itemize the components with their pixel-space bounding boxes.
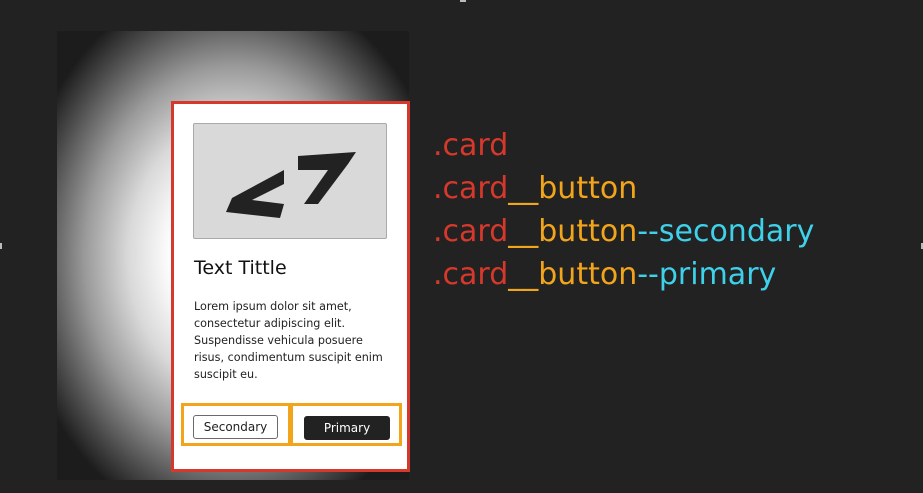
element-name: __button xyxy=(508,214,638,249)
block-name: .card xyxy=(433,128,509,163)
class-line-card-button: .card__button xyxy=(433,167,814,210)
primary-button[interactable]: Primary xyxy=(304,416,390,440)
block-name: .card xyxy=(433,257,509,292)
block-name: .card xyxy=(433,171,509,206)
edge-marker-right xyxy=(921,243,923,249)
secondary-button[interactable]: Secondary xyxy=(193,415,278,439)
card-demo-panel: Text Tittle Lorem ipsum dolor sit amet, … xyxy=(57,31,410,480)
card-title: Text Tittle xyxy=(194,257,287,279)
code-logo-icon xyxy=(226,152,356,218)
element-name: __button xyxy=(508,257,638,292)
class-line-card: .card xyxy=(433,124,814,167)
bem-class-list: .card .card__button .card__button--secon… xyxy=(433,124,814,296)
modifier-name: --secondary xyxy=(637,214,815,249)
class-line-card-button-secondary: .card__button--secondary xyxy=(433,210,814,253)
card: Text Tittle Lorem ipsum dolor sit amet, … xyxy=(171,101,410,472)
card-image-placeholder xyxy=(193,123,387,239)
element-name: __button xyxy=(508,171,638,206)
edge-marker-left xyxy=(0,243,2,249)
edge-marker-top xyxy=(460,0,466,2)
card-body-text: Lorem ipsum dolor sit amet, consectetur … xyxy=(194,300,383,381)
block-name: .card xyxy=(433,214,509,249)
class-line-card-button-primary: .card__button--primary xyxy=(433,253,814,296)
modifier-name: --primary xyxy=(637,257,777,292)
secondary-button-highlight: Secondary xyxy=(181,403,291,446)
primary-button-highlight: Primary xyxy=(290,403,402,446)
